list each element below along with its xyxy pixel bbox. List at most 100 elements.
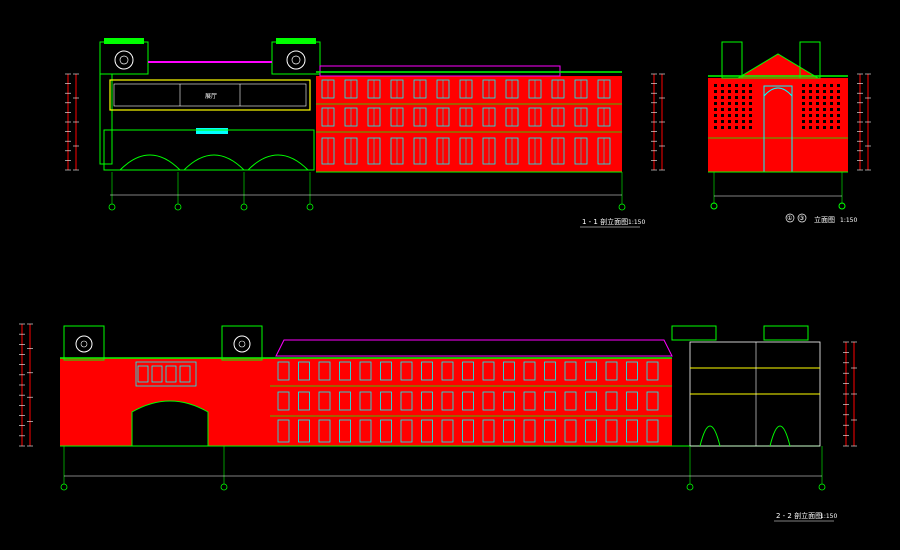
dimension-chain-side [857,73,871,171]
window-dot [809,84,812,87]
window-dot [837,102,840,105]
window [523,419,536,443]
window-dot [714,108,717,111]
window [165,365,177,383]
window [564,361,577,381]
dimension-chain-left-1 [65,73,79,171]
window-dot [830,126,833,129]
grid-axes-1 [108,172,626,211]
window [359,419,372,443]
window [298,361,310,381]
window-dot [714,84,717,87]
window-dot [714,120,717,123]
window [151,365,163,383]
window [503,361,515,381]
window-dot [816,84,819,87]
window-dot [714,126,717,129]
window [503,391,515,411]
grid-b-label: ③ [799,215,804,222]
window-dot [735,90,738,93]
window [564,391,577,411]
window [564,419,577,443]
window-dot [735,102,738,105]
window-dot [721,120,724,123]
window-dot [728,126,731,129]
window-dot [837,126,840,129]
window-dot [809,126,812,129]
window-dot [749,114,752,117]
window [646,361,659,381]
window-dot [802,126,805,129]
window [400,361,413,381]
window-dot [749,120,752,123]
window-dot [830,102,833,105]
window [380,419,392,443]
left-tower [99,38,149,165]
window-dot [735,84,738,87]
window-dot [742,120,745,123]
window-dot [830,90,833,93]
window-dot [830,96,833,99]
window-dot [728,84,731,87]
window-dot [714,90,717,93]
window [339,419,351,443]
window [482,419,495,443]
window-dot [749,102,752,105]
window-dot [823,96,826,99]
window-dot [728,114,731,117]
window [462,391,474,411]
section-cut [671,325,821,447]
hall-label: 展厅 [205,93,217,100]
main-facade-1 [316,65,622,173]
window-dot [802,102,805,105]
window-dot [816,90,819,93]
window [585,391,597,411]
axis-bubble [618,203,626,211]
window-dot [823,84,826,87]
window-dot [742,126,745,129]
scale-side: 1:150 [840,217,857,224]
window [605,419,618,443]
window-grid-1 [321,79,611,165]
window-dot [735,126,738,129]
window-dot [837,108,840,111]
window-dot [809,120,812,123]
scale-2-2: 1:150 [820,513,837,520]
window-dot [816,114,819,117]
window-grid-2 [137,361,659,443]
axis-bubble [240,203,248,211]
window-dot [837,96,840,99]
window-dot [742,108,745,111]
window [626,361,638,381]
window-dot [735,96,738,99]
window [441,419,454,443]
window [646,391,659,411]
dimension-chain-right-2 [843,341,857,447]
window [503,419,515,443]
window [298,419,310,443]
window-dot [823,90,826,93]
window-dot [809,96,812,99]
window-dot [721,90,724,93]
window-dot [714,96,717,99]
window-dot [802,114,805,117]
window-dot [802,120,805,123]
window-dot [809,114,812,117]
window [482,361,495,381]
window-dot [742,114,745,117]
window [523,391,536,411]
window-dot [721,126,724,129]
window [318,419,331,443]
window [585,361,597,381]
window-dot [728,90,731,93]
axis-bubble [108,203,116,211]
axis-bubble [220,483,228,491]
window [137,365,149,383]
center-tower [271,38,321,75]
window-dot [728,102,731,105]
tower-right-2 [221,325,263,361]
window-dot [721,108,724,111]
window [626,419,638,443]
